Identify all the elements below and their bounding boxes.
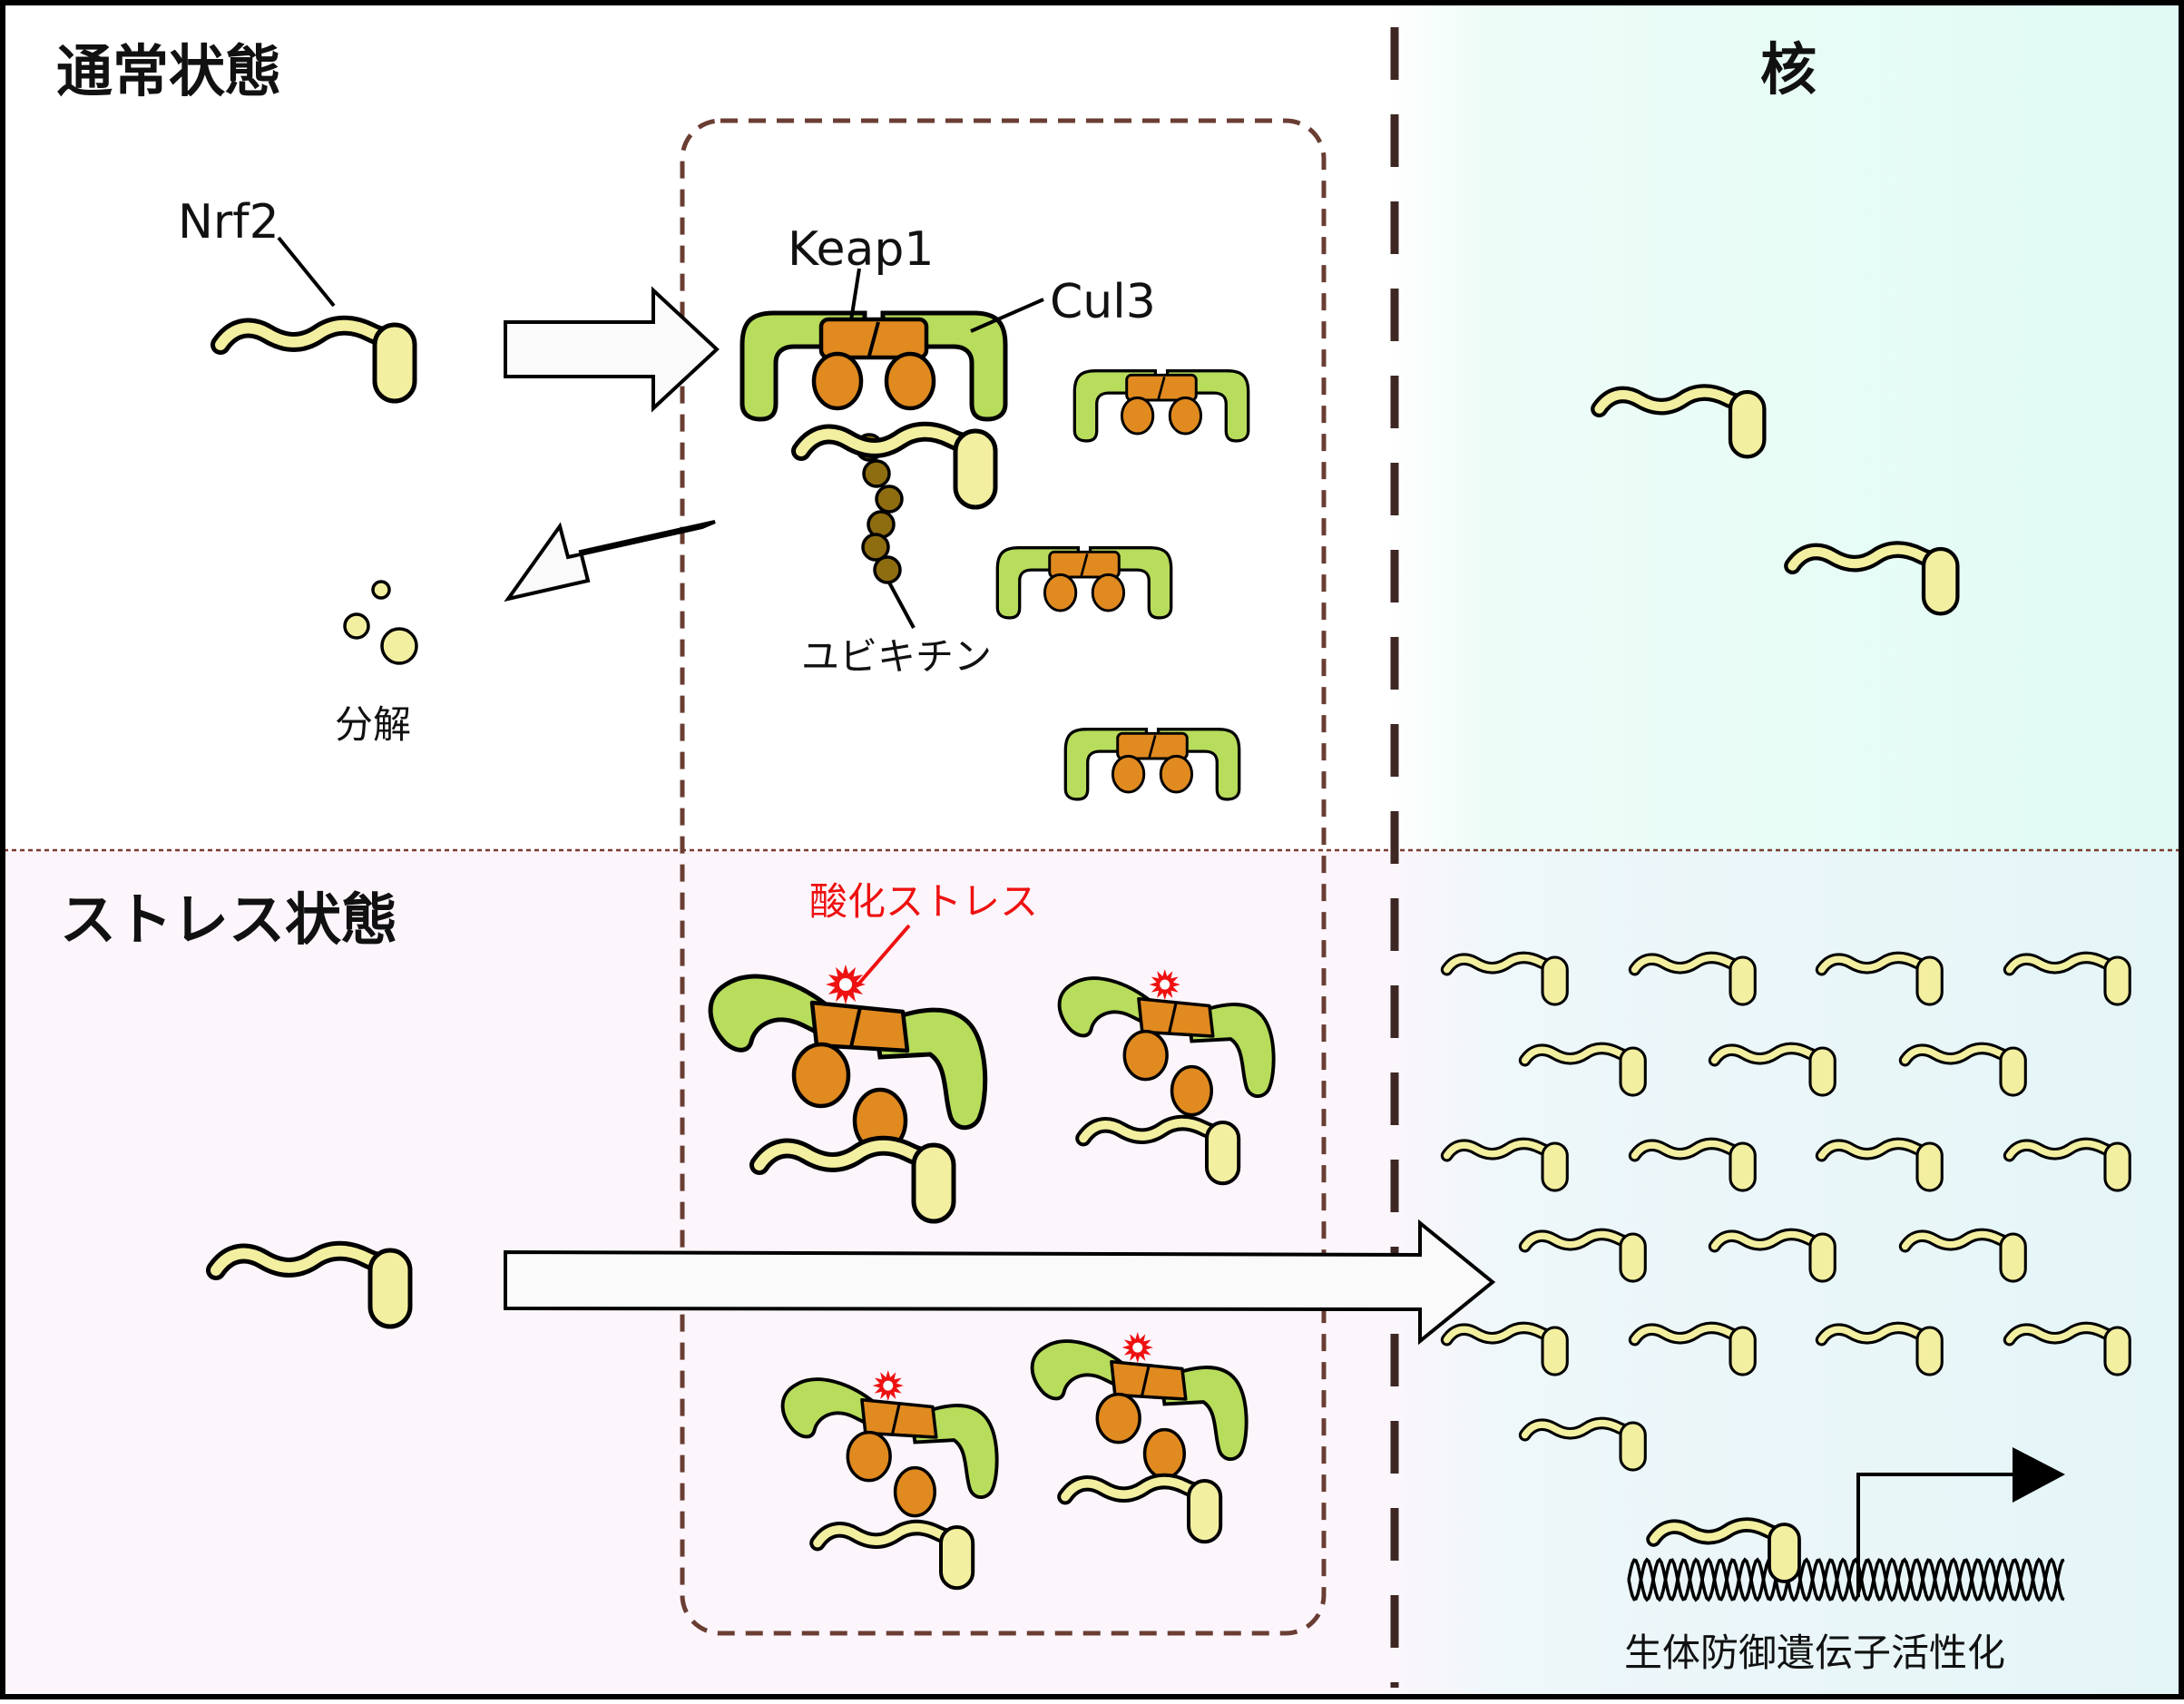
- nrf2-in-nucleus: [1815, 951, 1944, 1006]
- arrow-to-nucleus: [504, 1219, 1496, 1346]
- nrf2-in-nucleus: [1784, 541, 1960, 616]
- nucleus-label: 核: [1760, 36, 1817, 103]
- ubiquitin-callout: [887, 582, 916, 629]
- nrf2-in-nucleus: [1440, 1137, 1569, 1192]
- cul3-label: Cul3: [1050, 275, 1156, 329]
- nrf2-label: Nrf2: [178, 195, 279, 250]
- nucleus-normal-region: [1388, 0, 2184, 850]
- nrf2-released: [809, 1519, 975, 1591]
- keap1-cul3-complex-oxidized: [1057, 968, 1276, 1117]
- nrf2-in-nucleus: [1815, 1137, 1944, 1192]
- nrf2-released: [1057, 1473, 1223, 1544]
- nrf2-protein: [206, 1240, 413, 1329]
- oxidative-stress-label: 酸化ストレス: [809, 879, 1038, 924]
- nrf2-in-nucleus: [1440, 1321, 1569, 1376]
- keap1-cul3-complex-bound: [739, 310, 1008, 422]
- nrf2-released: [749, 1135, 956, 1224]
- keap1-label: Keap1: [788, 222, 934, 277]
- transcription-arrow: [1856, 1473, 2014, 1597]
- keap1-cul3-complex: [995, 546, 1173, 620]
- nrf2-on-dna: [1646, 1517, 1801, 1583]
- nrf2-in-nucleus: [1518, 1416, 1647, 1472]
- nrf2-in-nucleus: [1591, 384, 1767, 459]
- normal-state-title: 通常状態: [56, 38, 281, 104]
- nrf2-in-nucleus: [1708, 1228, 1836, 1283]
- gene-activation-label: 生体防御遺伝子活性化: [1624, 1631, 2005, 1675]
- nrf2-in-nucleus: [1628, 951, 1757, 1006]
- nrf2-in-nucleus: [1815, 1321, 1944, 1376]
- nrf2-protein: [211, 315, 417, 404]
- nrf2-released: [1075, 1114, 1241, 1186]
- dna-helix: [1627, 1557, 2065, 1602]
- degradation-fragments: [343, 580, 418, 665]
- nrf2-callout: [277, 236, 336, 308]
- keap1-complex-region: [680, 118, 1327, 1636]
- cul3-callout: [970, 298, 1044, 333]
- keap1-callout: [849, 268, 861, 321]
- transcription-arrow-head: [2013, 1447, 2065, 1503]
- nrf2-in-nucleus: [1628, 1321, 1757, 1376]
- nrf2-in-nucleus: [1628, 1137, 1757, 1192]
- nrf2-in-nucleus: [2003, 1321, 2131, 1376]
- oxidative-stress-callout: [855, 924, 911, 988]
- callout-lines: [277, 236, 1044, 988]
- stress-state-title: ストレス状態: [60, 886, 397, 953]
- arrow-to-degradation: [504, 520, 716, 602]
- nrf2-in-nucleus: [2003, 951, 2131, 1006]
- nrf2-in-nucleus: [1518, 1228, 1647, 1283]
- nrf2-in-nucleus: [1898, 1042, 2027, 1097]
- nrf2-in-nucleus: [1708, 1042, 1836, 1097]
- nrf2-in-nucleus: [2003, 1137, 2131, 1192]
- nrf2-in-nucleus: [1898, 1228, 2027, 1283]
- ubiquitin-label: ユビキチン: [801, 634, 992, 679]
- nrf2-bound-to-keap1: [791, 421, 998, 510]
- keap1-cul3-complex: [1063, 728, 1241, 801]
- cytoplasm-normal-region: [0, 0, 1397, 850]
- nrf2-in-nucleus: [1518, 1042, 1647, 1097]
- keap1-cul3-complex-oxidized: [708, 965, 988, 1154]
- keap1-cul3-complex-oxidized: [1030, 1331, 1249, 1480]
- degradation-label: 分解: [335, 702, 411, 747]
- nrf2-in-nucleus: [1440, 951, 1569, 1006]
- arrow-to-keap1: [504, 286, 720, 413]
- keap1-cul3-complex: [1072, 369, 1250, 443]
- keap1-cul3-complex-oxidized: [780, 1369, 999, 1518]
